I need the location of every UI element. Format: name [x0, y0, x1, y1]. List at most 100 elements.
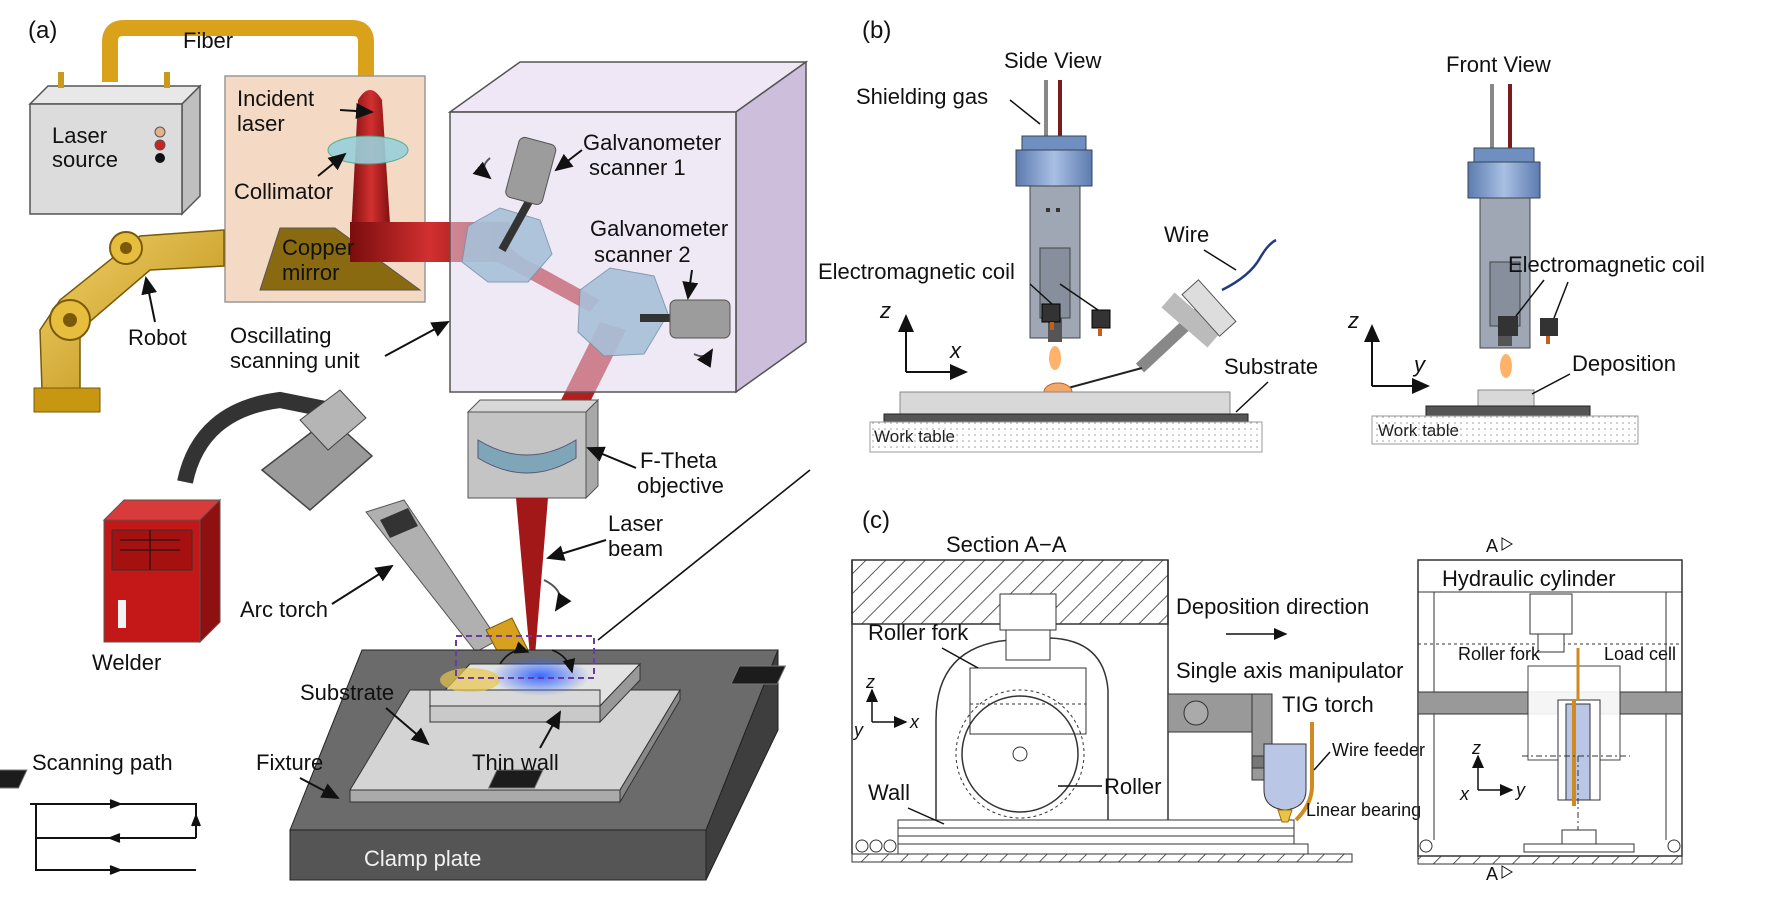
panel-b: (b) Side View Front View Shielding gas: [818, 17, 1705, 453]
panel-a-label: (a): [28, 17, 57, 44]
substrate-b-label: Substrate: [1224, 354, 1318, 379]
galvo2-label-1: Galvanometer: [590, 216, 728, 241]
galvo1-label-1: Galvanometer: [583, 130, 721, 155]
deposition-direction-label: Deposition direction: [1176, 594, 1369, 619]
c-left-axis-y: y: [852, 720, 864, 740]
front-axes: [1364, 324, 1430, 394]
galvo1-label-2: scanner 1: [589, 155, 686, 180]
arc-torch-pointer: [331, 564, 394, 605]
galvo1-pointer: [554, 149, 583, 172]
f-theta-objective: [466, 398, 600, 500]
c-right-axis-y: y: [1514, 780, 1526, 800]
panel-a: (a) Fiber Laser source: [0, 17, 811, 881]
em-coil-left-pointer-1: [1029, 283, 1053, 305]
side-substrate: [899, 391, 1231, 415]
ftheta-label-1: F-Theta: [640, 448, 718, 473]
roller-fork-left-label: Roller fork: [868, 620, 969, 645]
welder-label: Welder: [92, 650, 161, 675]
section-a-top-arrow: [1501, 537, 1513, 551]
side-em-coils: [1041, 303, 1111, 336]
fiber-label: Fiber: [183, 28, 233, 53]
c-left-ground: [851, 853, 1353, 863]
collimator-pointer: [317, 152, 347, 177]
c-left-axes: [866, 688, 908, 728]
scanning-path-diagram: [30, 799, 201, 875]
shielding-gas-pointer: [1009, 99, 1041, 125]
clamp-plate-label: Clamp plate: [364, 846, 481, 871]
ftheta-pointer: [586, 446, 637, 469]
front-axis-z: z: [1347, 308, 1359, 333]
galvo2-label-2: scanner 2: [594, 242, 691, 267]
em-coil-right-label: Electromagnetic coil: [1508, 252, 1705, 277]
incident-laser-label-2: laser: [237, 111, 285, 136]
front-view-torch: [1467, 84, 1558, 378]
thin-wall-pointer: [539, 710, 561, 749]
deposited-wall: [897, 819, 1309, 855]
side-table-top: [883, 413, 1249, 423]
robot-arm: [33, 229, 225, 413]
linear-bearing-label: Linear bearing: [1306, 800, 1421, 820]
tig-torch-label: TIG torch: [1282, 692, 1374, 717]
torch-angle-arrow: [499, 641, 530, 665]
base-rollers: [855, 839, 897, 853]
osc-unit-label-2: scanning unit: [230, 348, 360, 373]
laser-beam-label-1: Laser: [608, 511, 663, 536]
tig-torch: [1263, 722, 1314, 823]
laser-beam-pointer: [546, 539, 607, 561]
panel-c-label: (c): [862, 507, 890, 534]
substrate-pointer: [385, 707, 430, 746]
em-coil-right-pointer-1: [1515, 279, 1545, 317]
deposition-label: Deposition: [1572, 351, 1676, 376]
front-table-top: [1425, 405, 1591, 417]
side-work-table: [869, 421, 1263, 453]
arc-torch-label: Arc torch: [240, 597, 328, 622]
wire-pointer: [1203, 249, 1237, 271]
incident-laser-label-1: Incident: [237, 86, 314, 111]
focused-laser-beam: [516, 498, 548, 668]
load-cell-label: Load cell: [1604, 644, 1676, 664]
c-right-axis-z: z: [1471, 738, 1481, 758]
wall-pointer: [907, 807, 945, 825]
osc-unit-pointer: [384, 321, 450, 357]
substrate-label: Substrate: [300, 680, 394, 705]
section-label: Section A−A: [946, 532, 1067, 557]
laser-beam-label-2: beam: [608, 536, 663, 561]
collimator-lens: [327, 135, 409, 165]
roller-fork-left-pointer: [941, 647, 979, 669]
side-axis-x: x: [949, 338, 962, 363]
em-coil-left-label: Electromagnetic coil: [818, 259, 1015, 284]
wire-feeder-pointer: [1313, 751, 1331, 771]
side-axis-z: z: [879, 298, 891, 323]
galvo2-pointer: [682, 269, 699, 300]
laser-source: Laser source: [28, 72, 202, 216]
copper-mirror: [259, 227, 422, 291]
thin-wall-label: Thin wall: [472, 750, 559, 775]
wire-feed-nozzle: [1043, 238, 1277, 402]
fixture-pointer: [299, 777, 340, 799]
ftheta-label-2: objective: [637, 473, 724, 498]
roller-fork-right-label: Roller fork: [1458, 644, 1541, 664]
front-deposition: [1477, 389, 1535, 407]
wall-label: Wall: [868, 780, 910, 805]
section-a-top: A: [1486, 536, 1498, 556]
copper-mirror-label-2: mirror: [282, 260, 339, 285]
beam-angle-arrow: [551, 649, 576, 674]
front-view-label: Front View: [1446, 52, 1551, 77]
beam-oscillation-arrow: [543, 579, 572, 612]
panel-c: (c) Section A−A Roller fork Roller z x: [851, 507, 1683, 884]
galvanometer-scanner-2: [577, 267, 731, 368]
galvanometer-scanner-1: [461, 136, 557, 283]
collimator-label: Collimator: [234, 179, 333, 204]
deposition-pointer: [1531, 373, 1571, 395]
section-a-bottom: A: [1486, 864, 1498, 884]
welder: [102, 391, 332, 644]
fiber-cable: [102, 20, 374, 82]
single-axis-label: Single axis manipulator: [1176, 658, 1403, 683]
side-view-label: Side View: [1004, 48, 1102, 73]
c-right-axis-x: x: [1459, 784, 1470, 804]
copper-mirror-label-1: Copper: [282, 235, 354, 260]
side-axes: [898, 314, 968, 380]
detail-indicator-line: [597, 469, 811, 641]
incident-laser-pointer: [339, 103, 374, 119]
